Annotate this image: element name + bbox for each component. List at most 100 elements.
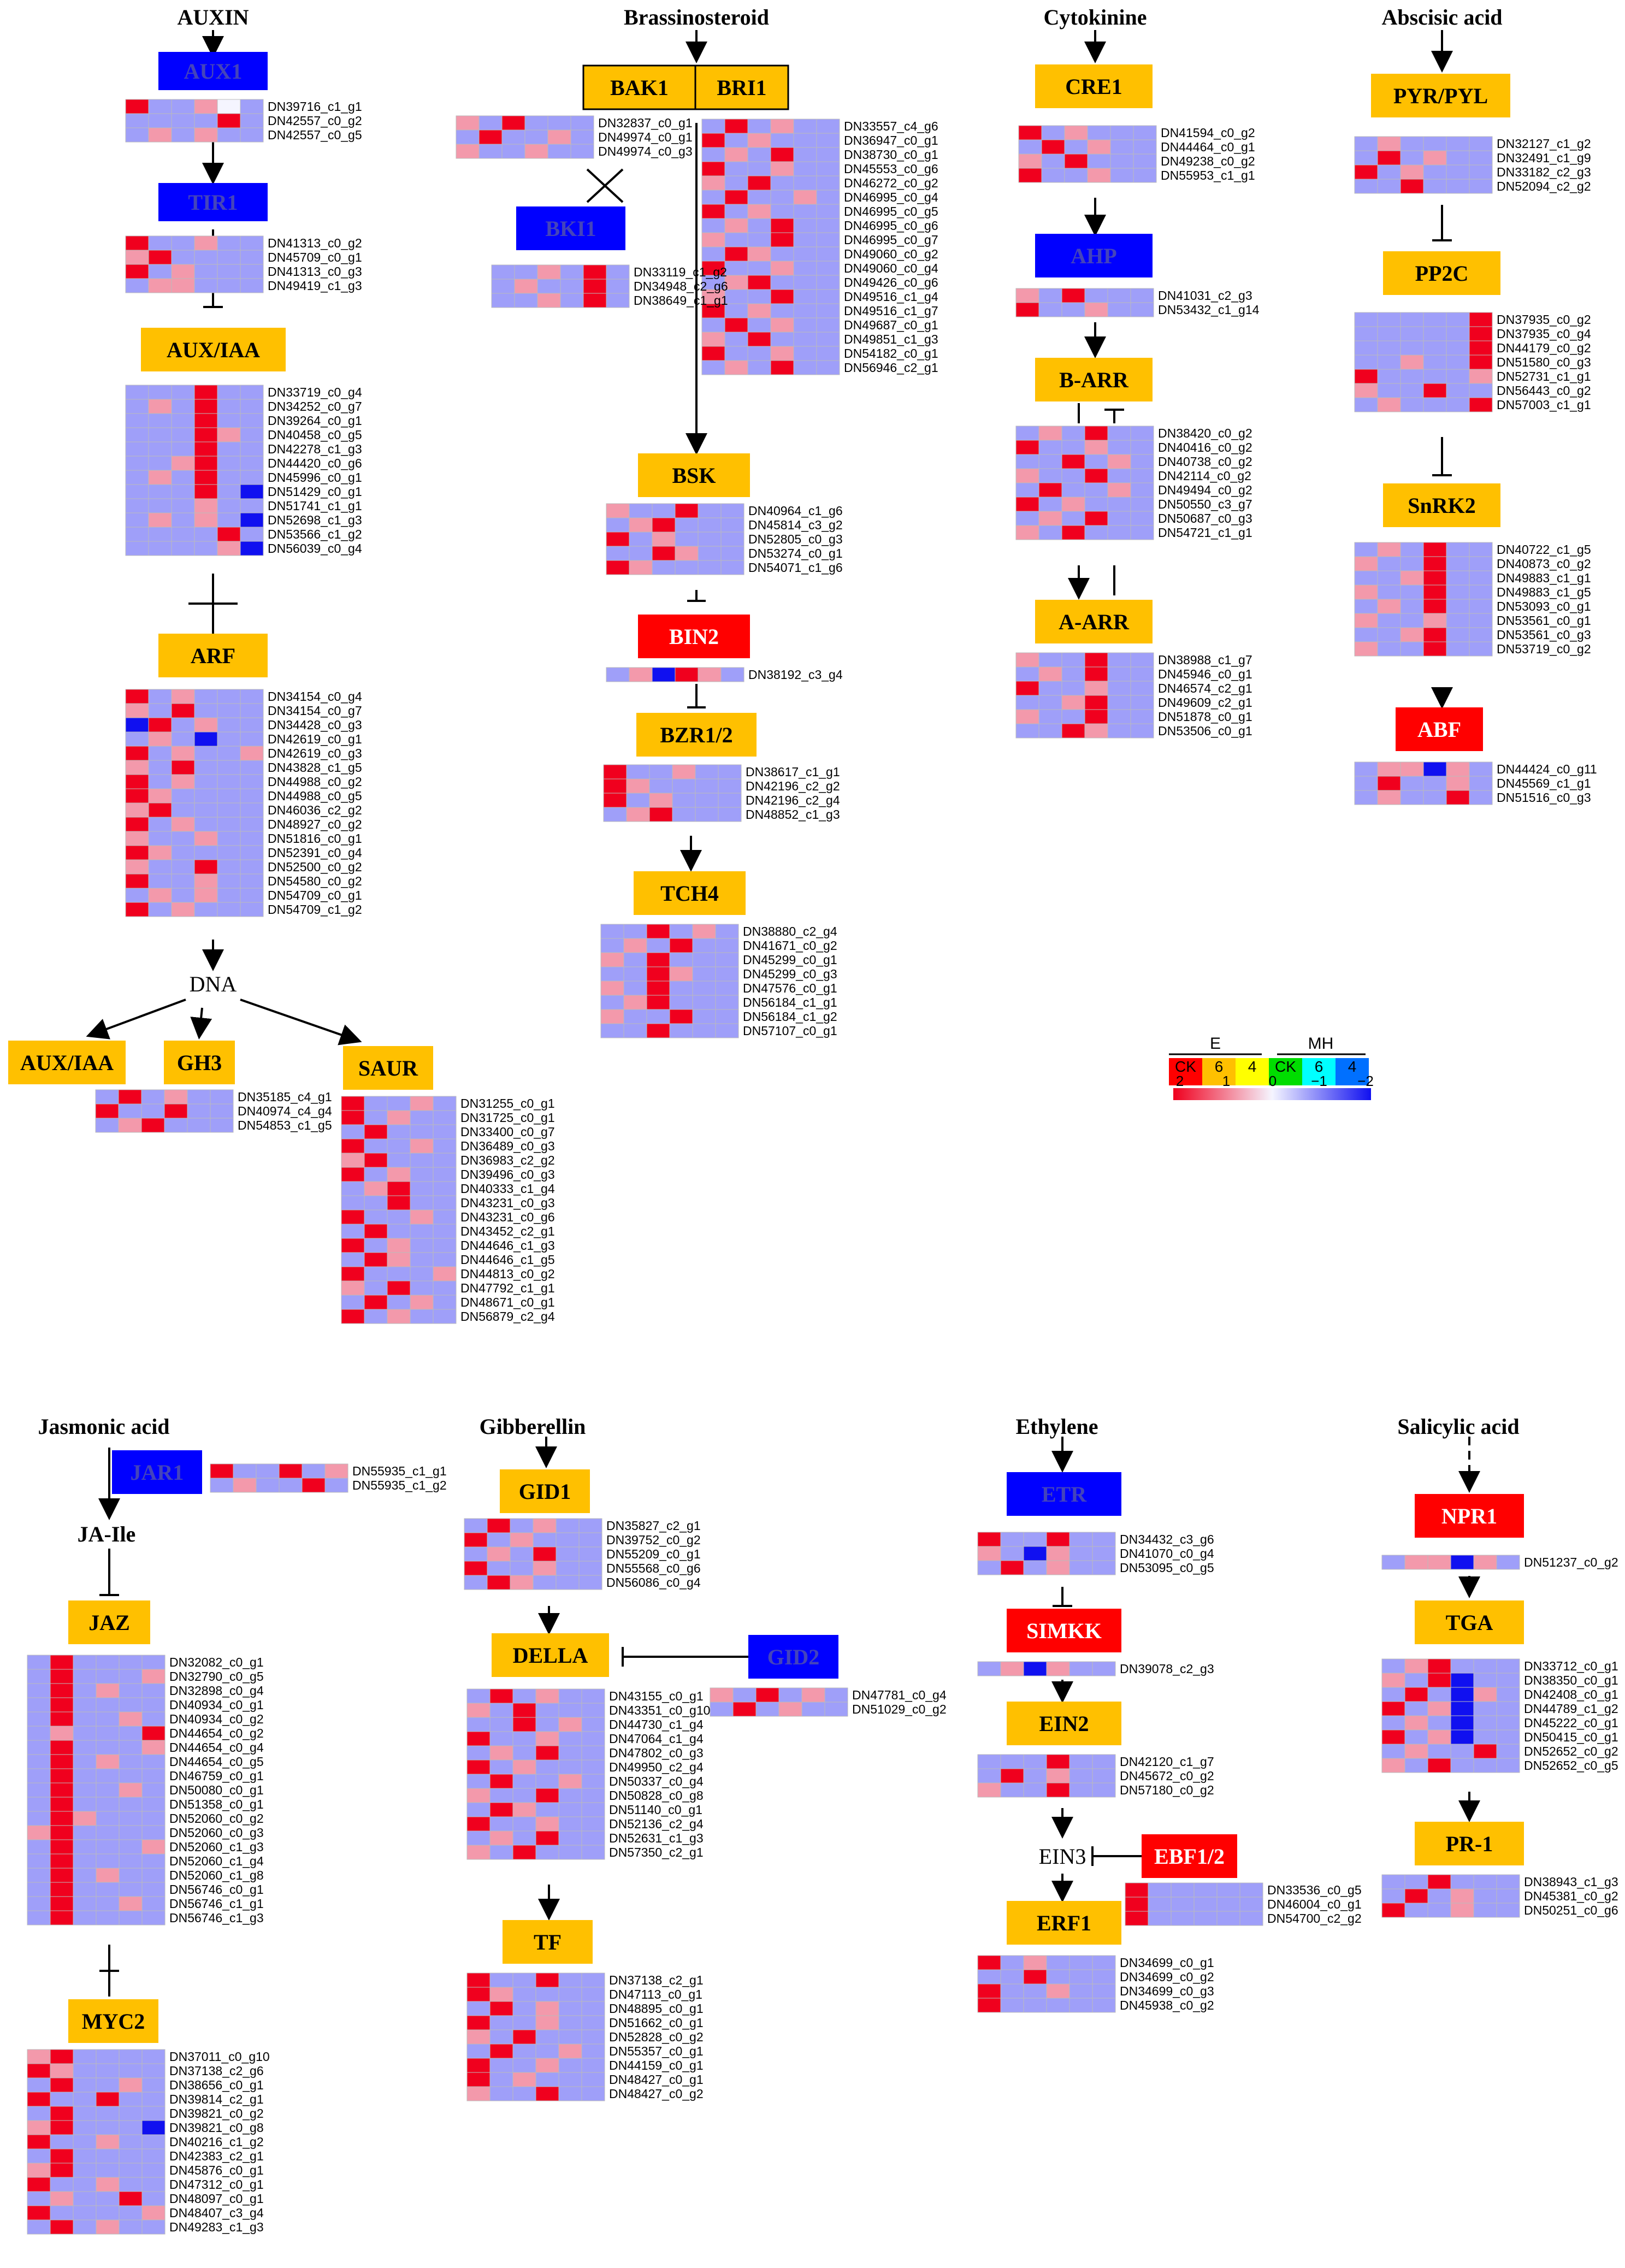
heatmap-bri1-cell [793, 317, 817, 333]
heatmap-pp2c-cell [1469, 369, 1493, 384]
node-tir1-label: TIR1 [188, 190, 238, 215]
gene-label: DN35185_c4_g1 [238, 1090, 332, 1104]
node-ein3: EIN3 [1039, 1844, 1086, 1869]
heatmap-jaz-cell [73, 1655, 97, 1670]
node-tch4-box [634, 871, 746, 915]
heatmap-arf-cell [240, 746, 264, 761]
heatmap-pyr-cell [1469, 150, 1493, 166]
heatmap-auxiaa1-cell [171, 456, 195, 471]
heatmap-bki1-cell [537, 264, 561, 280]
heatmap-jaz-cell [141, 1853, 166, 1869]
heatmap-della-cell [489, 1745, 513, 1761]
heatmap-bki1-cell [514, 279, 538, 294]
gene-label: DN50550_c3_g7 [1158, 497, 1252, 511]
heatmap-jar1-cell [233, 1478, 257, 1493]
node-jaz-label: JAZ [88, 1610, 130, 1635]
heatmap-gh3-cell [141, 1118, 165, 1133]
heatmap-saur-cell [387, 1295, 411, 1310]
heatmap-ein2-cell [1046, 1768, 1070, 1783]
heatmap-tch4-cell [715, 938, 739, 953]
heatmap-arf-cell [240, 731, 264, 747]
heatmap-jaz: DN32082_c0_g1DN32790_c0_g5DN32898_c0_g4D… [27, 1655, 264, 1926]
heatmap-arf-cell [240, 859, 264, 875]
heatmap-aux1-cell [240, 113, 264, 128]
heatmap-snrk2-cell [1354, 556, 1378, 571]
heatmap-barr-cell [1015, 468, 1039, 483]
heatmap-etr-cell [1069, 1560, 1093, 1575]
heatmap-erf1-cell [1092, 1998, 1116, 2013]
heatmap-aux1-cell [240, 127, 264, 143]
heatmap-arf-cell [148, 802, 172, 818]
node-tga-box [1415, 1600, 1524, 1644]
heatmap-della-cell [558, 1802, 582, 1817]
heatmap-tga-cell [1473, 1744, 1497, 1759]
heatmap-gid1-cell [578, 1518, 602, 1533]
node-snrk2-box [1383, 483, 1500, 527]
heatmap-saur-cell [341, 1280, 365, 1296]
gene-label: DN49238_c0_g2 [1161, 154, 1255, 168]
heatmap-myc2-cell [141, 2177, 166, 2192]
heatmap-abf-cell [1377, 790, 1401, 805]
heatmap-aarr-cell [1038, 666, 1062, 682]
heatmap-ebf-cell [1171, 1911, 1195, 1926]
heatmap-bki1-cell [491, 293, 515, 308]
heatmap-ein2-cell [1092, 1782, 1116, 1798]
heatmap-jaz-cell [50, 1910, 74, 1926]
heatmap-saur-cell [433, 1266, 457, 1281]
heatmap-myc2-cell [73, 2063, 97, 2078]
heatmap-della-cell [558, 1745, 582, 1761]
heatmap-arf-cell [240, 831, 264, 846]
heatmap-snrk2-cell [1354, 584, 1378, 600]
heatmap-saur-cell [341, 1238, 365, 1253]
heatmap-bzr-cell [672, 793, 696, 808]
legend-group-e: E [1210, 1035, 1221, 1053]
heatmap-simkk-cell [1000, 1661, 1024, 1676]
heatmap-bak1-cell [524, 129, 548, 145]
heatmap-barr-cell [1107, 426, 1131, 441]
gene-label: DN34948_c2_g6 [634, 279, 728, 293]
heatmap-arf-cell [240, 888, 264, 903]
gene-label: DN49851_c1_g3 [844, 332, 938, 346]
gene-label: DN50415_c0_g1 [1524, 1730, 1618, 1744]
heatmap-pp2c-cell [1423, 397, 1447, 412]
heatmap-tga-cell [1473, 1673, 1497, 1688]
heatmap-saur-cell [341, 1153, 365, 1168]
heatmap-cre1-cell [1087, 153, 1111, 169]
heatmap-bzr-cell [672, 764, 696, 779]
gene-label: DN54182_c0_g1 [844, 346, 938, 361]
heatmap-auxiaa1-cell [240, 470, 264, 485]
heatmap-pp2c-cell [1423, 355, 1447, 370]
heatmap-bzr-cell [626, 764, 650, 779]
heatmap-auxiaa1-cell [148, 541, 172, 556]
heatmap-gid1-cell [533, 1546, 557, 1562]
heatmap-tch4-cell [623, 1023, 647, 1038]
heatmap-jaz-cell [73, 1768, 97, 1783]
heatmap-jaz-cell [141, 1726, 166, 1741]
heatmap-della-cell [535, 1830, 559, 1846]
heatmap-gid1-cell [533, 1518, 557, 1533]
node-npr1: NPR1 [1415, 1494, 1524, 1538]
heatmap-arf-cell [240, 845, 264, 860]
heatmap-bak1-cell [456, 115, 480, 131]
heatmap-arf-cell [125, 888, 149, 903]
heatmap-jaz-cell [27, 1669, 51, 1684]
heatmap-pyr-cell [1423, 164, 1447, 180]
heatmap-arf-cell [217, 760, 241, 775]
heatmap-bri1-cell [770, 175, 794, 191]
heatmap-pyr-cell [1400, 150, 1424, 166]
heatmap-auxiaa1-cell [171, 427, 195, 442]
heatmap-barr-cell [1107, 482, 1131, 498]
node-erf1-box [1007, 1901, 1121, 1945]
heatmap-auxiaa1-cell [148, 470, 172, 485]
heatmap-saur-cell [433, 1238, 457, 1253]
heatmap-gid1-cell [556, 1532, 580, 1548]
heatmap-pp2c-cell [1377, 326, 1401, 341]
heatmap-auxiaa1-cell [194, 498, 218, 513]
heatmap-tga-cell [1450, 1658, 1474, 1674]
heatmap-jaz-cell [141, 1683, 166, 1698]
heatmap-erf1-cell [1069, 1969, 1093, 1984]
heatmap-pp2c-cell [1354, 326, 1378, 341]
heatmap-cre1-cell [1041, 168, 1065, 183]
heatmap-bri1-cell [770, 303, 794, 318]
